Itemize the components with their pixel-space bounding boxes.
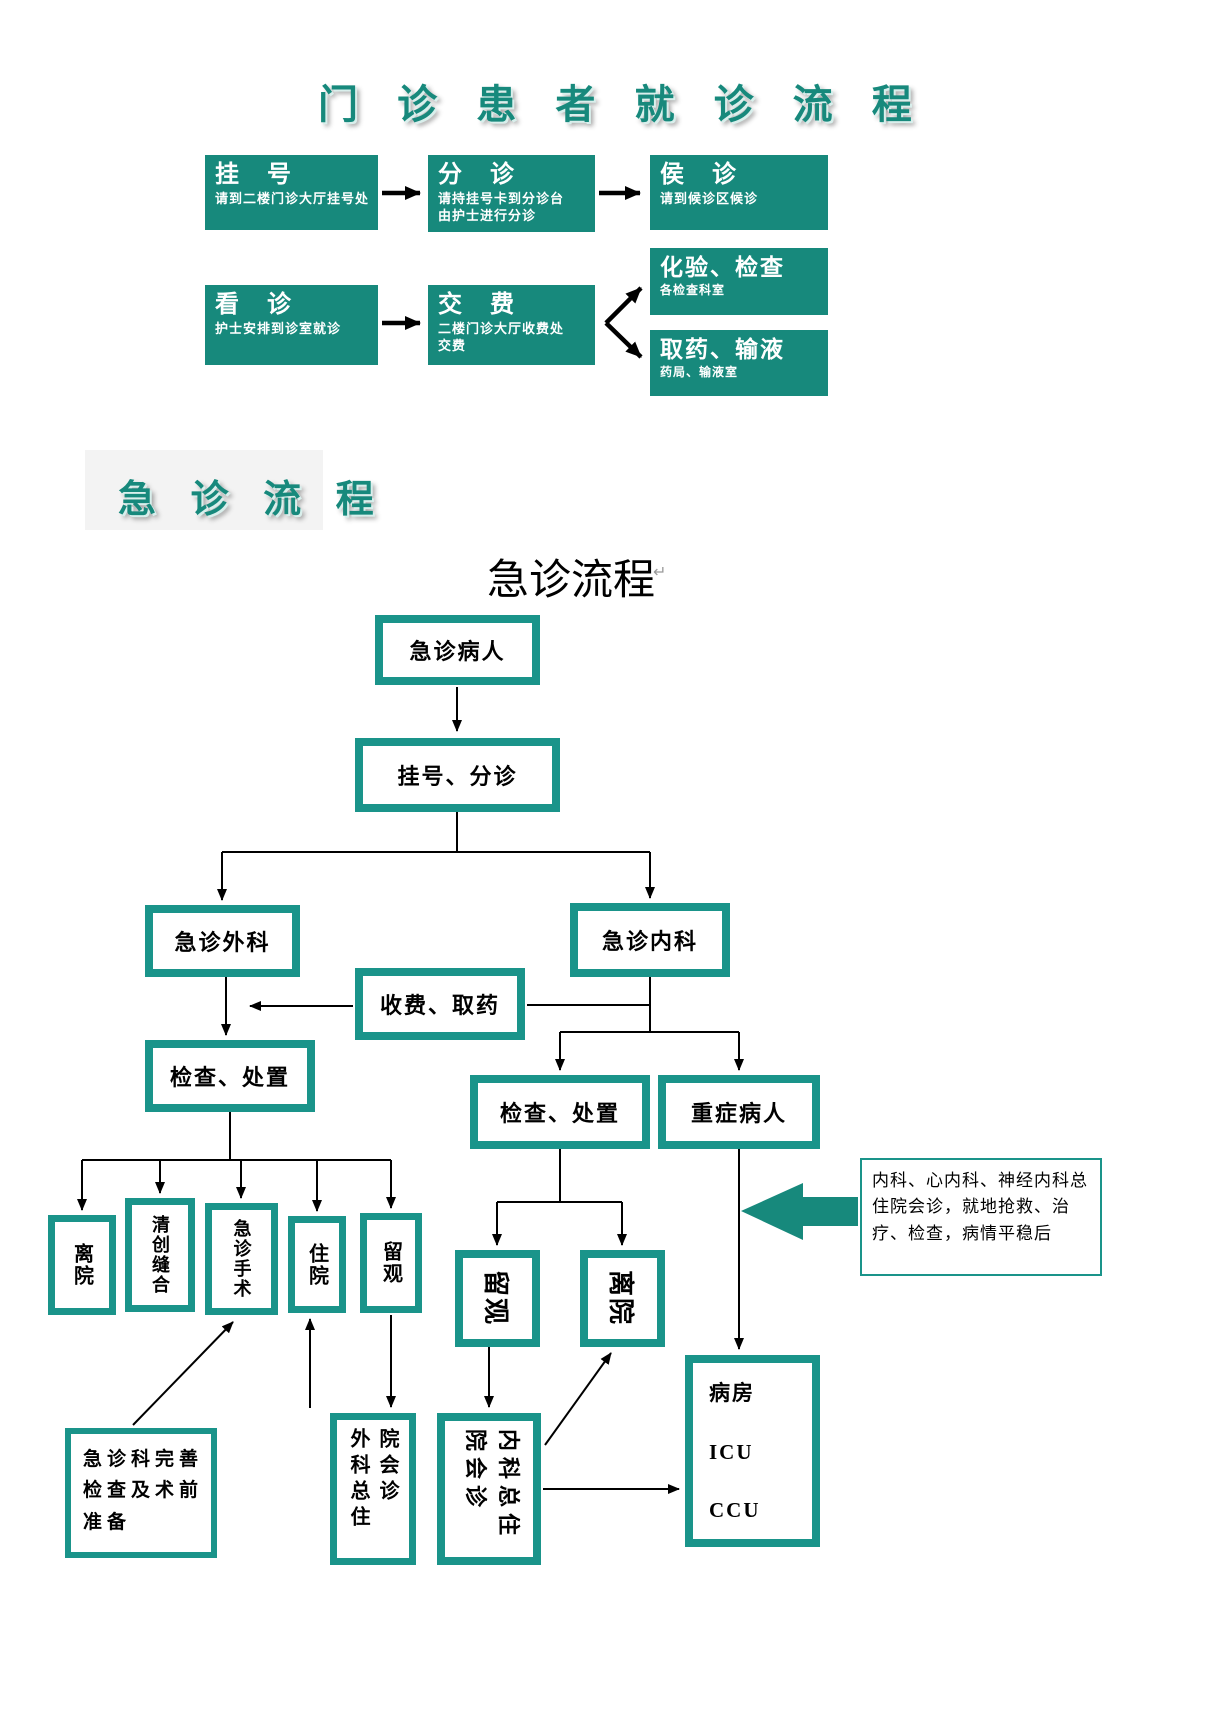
step-lab-exam: 化验、检查 各检查科室 — [650, 248, 828, 315]
node-ward: 病房 ICU CCU — [685, 1355, 820, 1547]
ward-name: 病房 — [709, 1381, 755, 1405]
arrow-pay-to-pharmacy — [604, 321, 643, 359]
node-exam-treat-internal: 检查、处置 — [470, 1075, 650, 1149]
node-surgery-chief-consult: 外科总住院会诊 — [330, 1413, 416, 1565]
node-discharge-internal: 离院 — [580, 1250, 665, 1347]
node-emergency-operation: 急诊手术 — [205, 1203, 278, 1315]
step-visit-desc: 护士安排到诊室就诊 — [215, 321, 342, 337]
outpatient-title: 门 诊 患 者 就 诊 流 程 — [318, 83, 926, 127]
step-pharmacy-title: 取药、输液 — [660, 336, 785, 362]
node-fee-pharmacy: 收费、取药 — [355, 968, 525, 1040]
step-pharmacy: 取药、输液 药局、输液室 — [650, 330, 828, 396]
arrow-pay-to-lab — [604, 286, 643, 325]
node-er-patient: 急诊病人 — [375, 615, 540, 685]
step-wait-title: 侯 诊 — [660, 161, 738, 188]
step-triage-title: 分 诊 — [438, 161, 516, 188]
emergency-art-title: 急 诊 流 程 — [118, 479, 386, 521]
step-pay-title: 交 费 — [438, 291, 516, 318]
arrow-prep-to-operation — [132, 1321, 234, 1426]
node-critical-patient: 重症病人 — [658, 1075, 820, 1149]
emergency-title-highlight — [85, 450, 323, 530]
node-discharge-surgery: 离院 — [48, 1215, 116, 1315]
ward-ccu: CCU — [709, 1498, 761, 1522]
node-er-internal-medicine: 急诊内科 — [570, 903, 730, 977]
step-register-desc: 请到二楼门诊大厅挂号处 — [215, 191, 370, 207]
step-triage-desc: 请持挂号卡到分诊台 由护士进行分诊 — [438, 191, 565, 223]
ward-icu: ICU — [709, 1440, 754, 1464]
consult-note: 内科、心内科、神经内科总住院会诊，就地抢救、治疗、检查，病情平稳后 — [860, 1158, 1102, 1276]
step-pay: 交 费 二楼门诊大厅收费处 交费 — [428, 285, 595, 365]
step-lab-exam-title: 化验、检查 — [660, 254, 785, 280]
step-lab-exam-desc: 各检查科室 — [660, 283, 726, 298]
arrow-consult-i-to-discharge-i — [544, 1352, 612, 1446]
node-observation-internal: 留观 — [455, 1250, 540, 1347]
step-wait-desc: 请到候诊区候诊 — [660, 191, 759, 207]
node-internal-chief-consult: 内科总住院会诊 — [437, 1413, 541, 1565]
step-wait: 侯 诊 请到候诊区候诊 — [650, 155, 828, 230]
node-registration-triage: 挂号、分诊 — [355, 738, 560, 812]
return-mark: ↵ — [653, 564, 667, 581]
step-triage: 分 诊 请持挂号卡到分诊台 由护士进行分诊 — [428, 155, 595, 232]
node-er-surgery: 急诊外科 — [145, 905, 300, 977]
emergency-title: 急诊流程 — [487, 558, 656, 604]
node-preop-preparation: 急诊科完善检查及术前准备 — [65, 1428, 217, 1558]
node-debridement-suture: 清创缝合 — [125, 1198, 195, 1312]
step-visit-title: 看 诊 — [215, 291, 293, 318]
step-register-title: 挂 号 — [215, 161, 293, 188]
step-pay-desc: 二楼门诊大厅收费处 交费 — [438, 321, 565, 353]
node-exam-treat-surgery: 检查、处置 — [145, 1040, 315, 1112]
step-pharmacy-desc: 药局、输液室 — [660, 365, 739, 380]
block-arrow-left-icon — [741, 1183, 858, 1240]
node-admission: 住院 — [288, 1216, 346, 1313]
node-observation-surgery: 留观 — [360, 1213, 422, 1313]
step-visit: 看 诊 护士安排到诊室就诊 — [205, 285, 378, 365]
step-register: 挂 号 请到二楼门诊大厅挂号处 — [205, 155, 378, 230]
